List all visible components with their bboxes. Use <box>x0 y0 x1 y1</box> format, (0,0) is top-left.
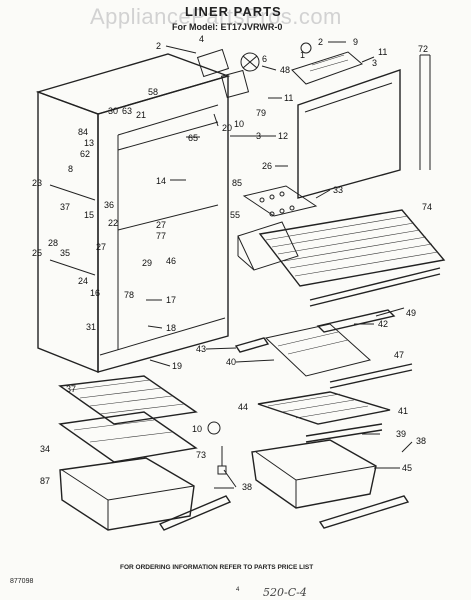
callout-label: 8 <box>68 164 73 174</box>
callout-label: 43 <box>196 344 206 354</box>
callout-label: 85 <box>232 178 242 188</box>
callout-label: 11 <box>284 93 293 103</box>
callout-label: 18 <box>166 323 176 333</box>
diagram-title: LINER PARTS <box>185 4 282 19</box>
handwritten-note: 520-C-4 <box>263 586 307 599</box>
callout-label: 12 <box>278 131 288 141</box>
callout-label: 26 <box>262 161 272 171</box>
callout-label: 41 <box>398 406 408 416</box>
callout-label: 74 <box>422 202 432 212</box>
callout-label: 28 <box>48 238 58 248</box>
rear-panel <box>297 54 431 199</box>
callout-label: 38 <box>242 482 252 492</box>
callout-label: 87 <box>40 476 50 486</box>
callout-label: 24 <box>78 276 88 286</box>
page-number: 4 <box>236 587 240 593</box>
callout-label: 29 <box>142 258 152 268</box>
upper-wire-shelf <box>258 209 446 307</box>
callout-label: 9 <box>353 37 358 47</box>
callout-label: 49 <box>406 308 416 318</box>
callout-label: 22 <box>108 218 118 228</box>
watermark-text: AppliancePartsPros.com <box>90 4 342 29</box>
callout-label: 27 <box>156 220 166 230</box>
callout-label: 39 <box>396 429 406 439</box>
callout-label: 16 <box>90 288 100 298</box>
control-housing <box>291 51 363 85</box>
callout-label: 72 <box>418 44 428 54</box>
callout-label: 20 <box>222 123 232 133</box>
callout-labels: 2 4 2 9 11 72 48 3 1 6 58 30 63 21 65 84… <box>32 34 432 492</box>
callout-label: 14 <box>156 176 166 186</box>
callout-label: 2 <box>156 41 161 51</box>
callout-label: 77 <box>156 231 166 241</box>
callout-label: 6 <box>262 54 267 64</box>
callout-label: 13 <box>84 138 94 148</box>
liner-cabinet <box>35 53 231 374</box>
storage-bin <box>237 221 299 271</box>
callout-label: 84 <box>78 127 88 137</box>
callout-label: 58 <box>148 87 158 97</box>
callout-label: 45 <box>402 463 412 473</box>
callout-label: 73 <box>196 450 206 460</box>
ice-tray <box>242 185 318 217</box>
callout-label: 48 <box>280 65 290 75</box>
callout-label: 62 <box>80 149 90 159</box>
callout-label: 19 <box>172 361 182 371</box>
callout-label: 33 <box>333 185 343 195</box>
callout-label: 63 <box>122 106 132 116</box>
crisper-drawer-left <box>59 457 195 531</box>
callout-label: 46 <box>166 256 176 266</box>
humidity-control <box>207 421 227 475</box>
callout-label: 37 <box>66 384 76 394</box>
callout-label: 37 <box>60 202 70 212</box>
callout-label: 25 <box>32 248 42 258</box>
callout-label: 10 <box>192 424 202 434</box>
drawer-trim-right <box>318 495 410 529</box>
callout-label: 3 <box>256 131 261 141</box>
crisper-cover-right <box>257 391 391 443</box>
callout-label: 40 <box>226 357 236 367</box>
callout-label: 10 <box>234 119 244 129</box>
callout-label: 38 <box>416 436 426 446</box>
leader-lines <box>146 41 413 489</box>
callout-label: 31 <box>86 322 96 332</box>
callout-label: 30 <box>108 106 118 116</box>
glass-shelf <box>234 309 413 389</box>
callout-label: 44 <box>238 402 248 412</box>
crisper-drawer-right <box>251 439 377 509</box>
ordering-info-footer: FOR ORDERING INFORMATION REFER TO PARTS … <box>120 564 314 571</box>
callout-label: 23 <box>32 178 42 188</box>
callout-label: 65 <box>188 133 198 143</box>
callout-label: 42 <box>378 319 388 329</box>
callout-label: 34 <box>40 444 50 454</box>
fan-assembly <box>196 42 312 99</box>
callout-label: 15 <box>84 210 94 220</box>
diagram-code: 877098 <box>10 578 34 585</box>
callout-label: 55 <box>230 210 240 220</box>
callout-label: 78 <box>124 290 134 300</box>
model-number: For Model: ET17JVRWR-0 <box>172 22 283 32</box>
callout-label: 27 <box>96 242 106 252</box>
callout-label: 11 <box>378 47 387 57</box>
callout-label: 35 <box>60 248 70 258</box>
callout-label: 79 <box>256 108 266 118</box>
callout-label: 47 <box>394 350 404 360</box>
callout-label: 17 <box>166 295 176 305</box>
callout-label: 21 <box>136 110 146 120</box>
callout-label: 36 <box>104 200 114 210</box>
callout-label: 1 <box>300 50 305 60</box>
callout-label: 4 <box>199 34 204 44</box>
callout-label: 3 <box>372 58 377 68</box>
crisper-cover-left <box>58 375 198 463</box>
callout-label: 2 <box>318 37 323 47</box>
drawer-trim-left <box>158 495 232 531</box>
